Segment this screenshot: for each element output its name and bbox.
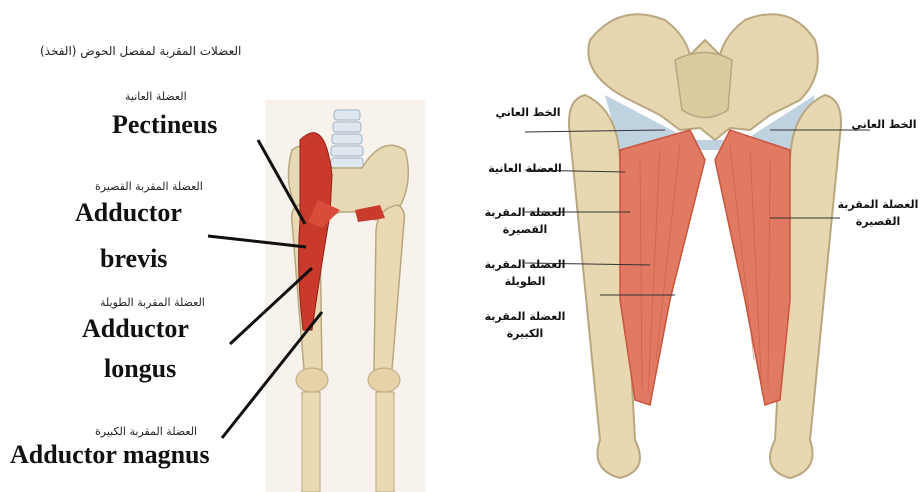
left-tibia-2 [376, 392, 394, 492]
sacrum [675, 53, 732, 118]
left-knee-2 [368, 368, 400, 392]
pectineus-arabic-label: العضلة العانية [125, 90, 187, 103]
right-skeleton-illustration [470, 0, 924, 492]
adductor-brevis-arabic-label: العضلة المقربة القصيرة [95, 180, 203, 193]
left-tibia-1 [302, 392, 320, 492]
adductor-brevis-label-line2: brevis [100, 244, 167, 274]
adductor-magnus-label: Adductor magnus [10, 440, 210, 470]
right-diagram-panel: الخط العاني العضلة العانية العضلة المقرب… [470, 0, 924, 492]
left-knee-1 [296, 368, 328, 392]
adductor-longus-arabic-label: العضلة المقربة الطويلة [100, 296, 205, 309]
adductor-longus-label-line2: longus [104, 354, 176, 384]
adductor-brevis-label-right: العضلة المقربة القصيرة [480, 204, 570, 238]
adductor-brevis-label-line1: Adductor [75, 198, 182, 228]
adductor-muscle-group-right [715, 130, 790, 405]
left-diagram-panel: العضلات المقربة لمفصل الحوض (الفخذ) العض… [0, 0, 470, 492]
pectineus-label: Pectineus [112, 110, 217, 140]
adductor-longus-label-right: العضلة المقربة الطويلة [480, 256, 570, 290]
adductor-brevis-label-far-right: العضلة المقربة القصيرة [836, 196, 920, 230]
pectineus-label-right: العضلة العانية [480, 160, 570, 177]
left-heading: العضلات المقربة لمفصل الحوض (الفخذ) [40, 44, 241, 58]
pubic-line-label-right: الخط العاني [844, 116, 924, 133]
adductor-magnus-arabic-label: العضلة المقربة الكبيرة [95, 425, 197, 438]
adductor-muscle-group-left [620, 130, 705, 405]
adductor-magnus-label-right: العضلة المقربة الكبيرة [480, 308, 570, 342]
adductor-longus-label-line1: Adductor [82, 314, 189, 344]
pubic-line-label-left: الخط العاني [488, 104, 568, 121]
spine-vertebrae [331, 110, 363, 168]
left-skeleton-illustration [0, 0, 470, 492]
